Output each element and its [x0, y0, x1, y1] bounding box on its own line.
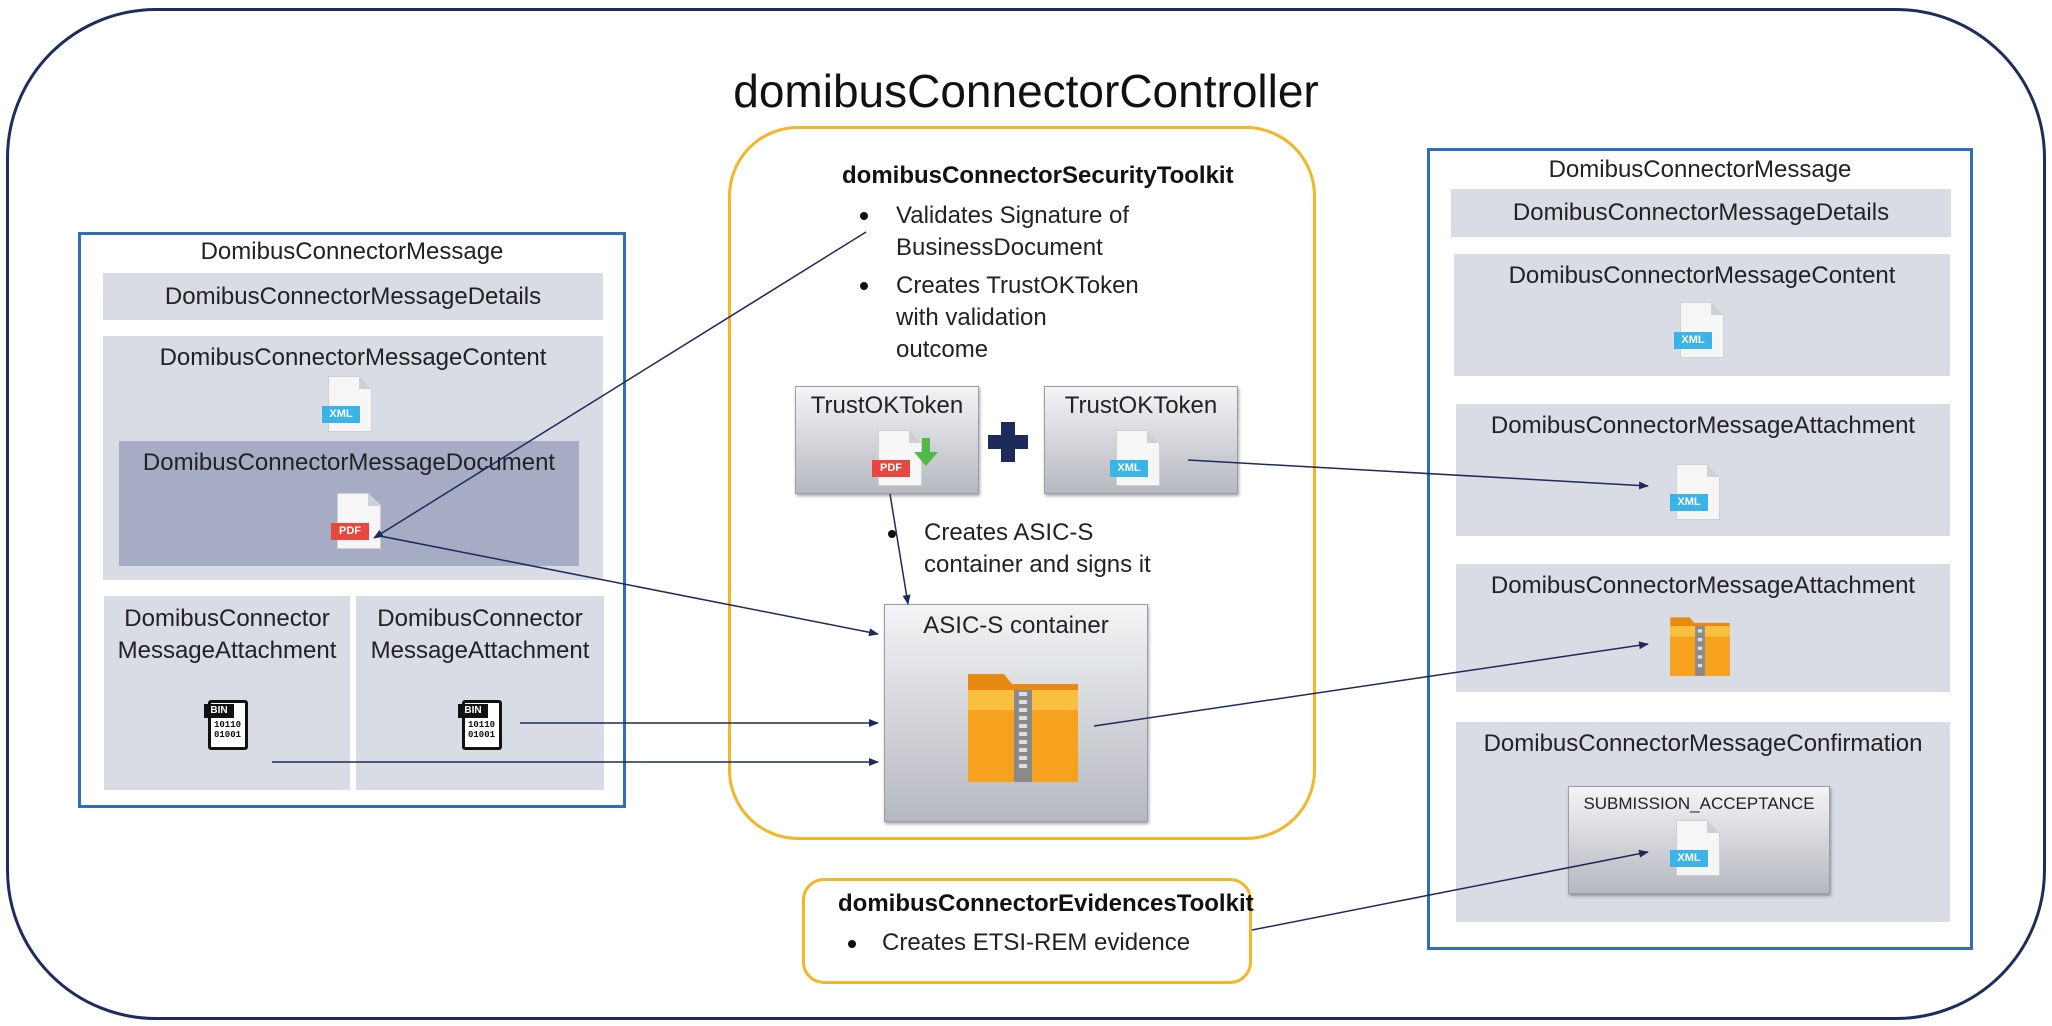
- right-message-details: DomibusConnectorMessageDetails: [1451, 189, 1951, 237]
- security-bullet-3-line1: Creates ASIC-S: [924, 519, 1094, 546]
- asic-container-label: ASIC-S container: [923, 612, 1109, 639]
- evidences-toolkit-title: domibusConnectorEvidencesToolkit: [838, 890, 1254, 917]
- security-toolkit-title: domibusConnectorSecurityToolkit: [842, 162, 1234, 189]
- security-bullet-1-line2: BusinessDocument: [896, 234, 1103, 261]
- submission-acceptance-xml-icon: XML: [1670, 820, 1720, 876]
- left-attachment-2-label: DomibusConnector MessageAttachment: [356, 603, 604, 667]
- security-bullet-3: Creates ASIC-S container and signs it: [924, 517, 1151, 581]
- zip-folder-icon: [968, 674, 1078, 782]
- left-attachment-1-line1: DomibusConnector: [124, 605, 330, 632]
- plus-icon: [988, 422, 1028, 462]
- right-attachment-2-label: DomibusConnectorMessageAttachment: [1490, 572, 1916, 599]
- left-message-title: DomibusConnectorMessage: [200, 238, 504, 265]
- right-zip-folder-icon: [1670, 617, 1730, 676]
- right-attachment-1-label: DomibusConnectorMessageAttachment: [1490, 412, 1916, 439]
- controller-frame: [6, 8, 2046, 1020]
- right-attachment-1-xml-icon: XML: [1670, 464, 1720, 520]
- left-content-xml-icon: XML: [322, 376, 372, 432]
- download-arrow-icon: [914, 438, 938, 466]
- evidences-bullet-1: Creates ETSI-REM evidence: [882, 929, 1191, 956]
- left-message-details: DomibusConnectorMessageDetails: [103, 273, 603, 320]
- security-bullet-1: Validates Signature of BusinessDocument: [896, 200, 1129, 264]
- right-confirmation-label: DomibusConnectorMessageConfirmation: [1483, 730, 1923, 757]
- security-bullet-2-line3: outcome: [896, 336, 989, 363]
- trustoktoken-pdf-label: TrustOKToken: [810, 392, 964, 419]
- trustoktoken-xml-icon: XML: [1110, 430, 1160, 486]
- left-attachment-1: [104, 596, 350, 790]
- trustoktoken-pdf-icon: PDF: [872, 430, 922, 486]
- controller-title: domibusConnectorController: [733, 65, 1319, 117]
- submission-acceptance-label: SUBMISSION_ACCEPTANCE: [1583, 794, 1815, 813]
- right-message-details-label: DomibusConnectorMessageDetails: [1512, 199, 1890, 226]
- security-bullet-3-line2: container and signs it: [924, 551, 1151, 578]
- evidences-toolkit-box: [802, 878, 1252, 984]
- left-attachment-1-label: DomibusConnector MessageAttachment: [104, 603, 350, 667]
- security-bullet-1-line1: Validates Signature of: [896, 202, 1130, 229]
- right-message-content-label: DomibusConnectorMessageContent: [1508, 262, 1896, 289]
- bullet-dot-3: [888, 530, 896, 538]
- security-bullet-2-line1: Creates TrustOKToken: [896, 272, 1139, 299]
- bullet-dot-4: [848, 940, 856, 948]
- left-message-document-label: DomibusConnectorMessageDocument: [142, 449, 556, 476]
- left-attachment-2-line1: DomibusConnector: [377, 605, 583, 632]
- right-content-xml-icon: XML: [1674, 302, 1724, 358]
- bullet-dot-2: [860, 282, 868, 290]
- left-message-details-label: DomibusConnectorMessageDetails: [164, 283, 542, 310]
- left-attachment-1-line2: MessageAttachment: [117, 637, 337, 664]
- security-bullet-2-line2: with validation: [896, 304, 1047, 331]
- trustoktoken-xml-label: TrustOKToken: [1064, 392, 1218, 419]
- security-bullet-2: Creates TrustOKToken with validation out…: [896, 270, 1139, 366]
- left-message-content-label: DomibusConnectorMessageContent: [159, 344, 547, 371]
- left-attachment-2-line2: MessageAttachment: [370, 637, 590, 664]
- right-message-title: DomibusConnectorMessage: [1548, 156, 1852, 183]
- left-document-pdf-icon: PDF: [331, 493, 381, 549]
- bullet-dot-1: [860, 212, 868, 220]
